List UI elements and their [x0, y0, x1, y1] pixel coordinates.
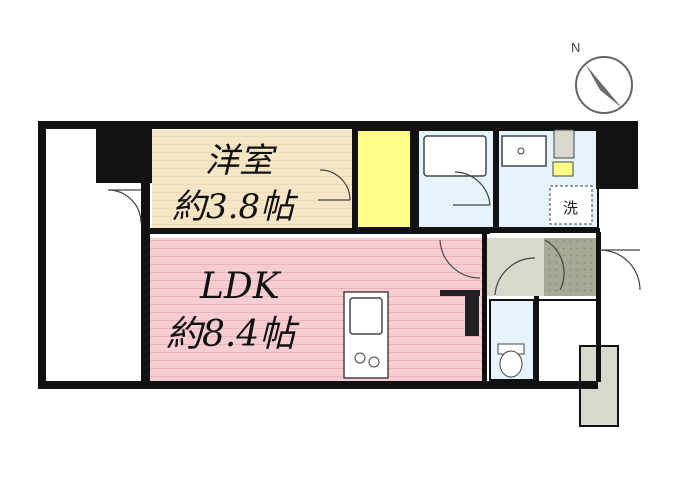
water-heater — [552, 161, 574, 177]
stove-burner-2 — [368, 356, 380, 368]
washer-label: 洗 — [563, 199, 578, 217]
washer-space — [549, 185, 593, 225]
compass-north-label: N — [571, 40, 580, 55]
western-room-name: 洋室 — [205, 141, 278, 181]
stove-burner-1 — [354, 352, 366, 364]
western-room-stripes — [152, 130, 352, 232]
ldk-name: LDK — [199, 266, 282, 307]
compass: N — [571, 40, 633, 114]
compass-needle — [586, 65, 622, 108]
basin-drain — [517, 147, 525, 155]
western-room-size: 約3.8帖 — [172, 187, 299, 227]
compass-circle — [575, 56, 633, 114]
ldk-stripes — [150, 238, 482, 382]
ldk-size: 約8.4帖 — [166, 314, 300, 355]
shelf — [553, 129, 575, 159]
fridge-space — [465, 296, 479, 336]
door-swings — [107, 169, 641, 296]
counter-ledge — [440, 290, 480, 296]
entrance-hall — [484, 238, 544, 296]
toilet-bowl — [499, 350, 523, 378]
kitchen-sink — [349, 297, 383, 335]
closet — [356, 129, 412, 229]
entrance-tile — [544, 238, 600, 296]
walls — [38, 121, 638, 389]
bathtub — [423, 135, 487, 177]
